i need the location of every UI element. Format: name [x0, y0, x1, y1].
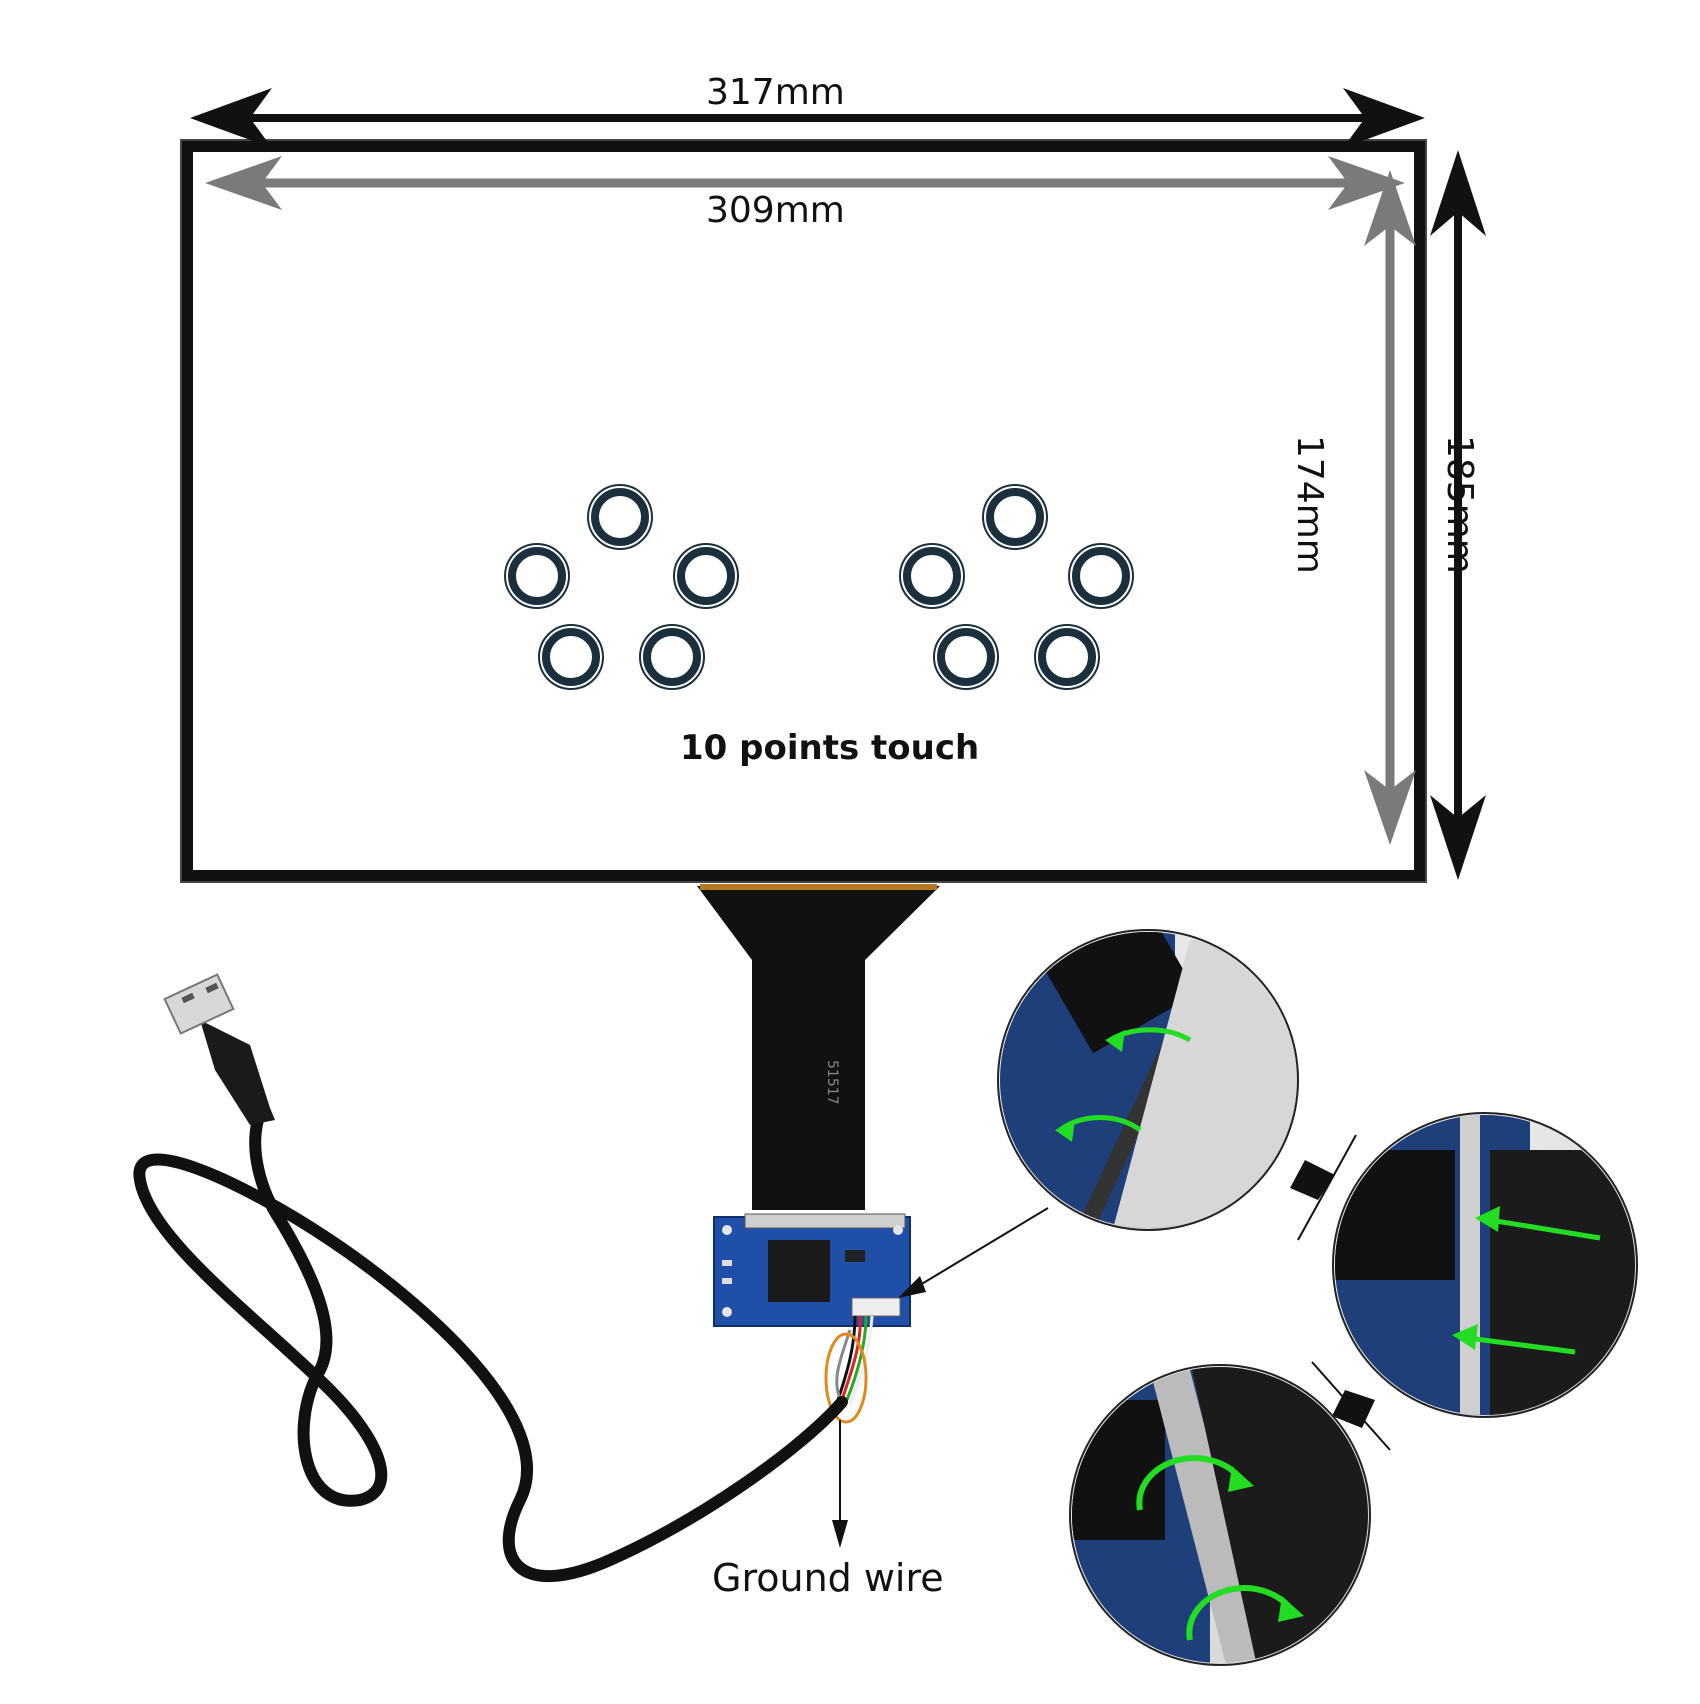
detail-step-3: [1069, 1364, 1371, 1666]
panel-frame: [181, 140, 1426, 882]
touch-point-icon: [933, 624, 999, 690]
inner-width-label: 309mm: [706, 190, 845, 231]
controller-board: [713, 1213, 911, 1327]
touch-point-icon: [1034, 624, 1100, 690]
outer-height-arrow: [1430, 150, 1486, 880]
touch-point-icon: [538, 624, 604, 690]
detail-pointer: [898, 1207, 1049, 1298]
touch-points-label: 10 points touch: [680, 728, 980, 768]
detail-step-2: [1332, 1112, 1638, 1418]
touch-points-right: [899, 484, 1134, 690]
touch-panel: [180, 139, 1427, 883]
usb-cable: [133, 1114, 848, 1583]
ground-wire-label: Ground wire: [712, 1556, 944, 1600]
touch-point-icon: [899, 543, 965, 609]
ground-highlight: [824, 1332, 868, 1424]
touch-point-icon: [982, 484, 1048, 550]
inner-width-arrow: [205, 156, 1405, 210]
usb-plug-icon: [163, 973, 275, 1125]
touch-point-icon: [504, 543, 570, 609]
touch-point-icon: [673, 543, 739, 609]
outer-width-arrow: [190, 88, 1425, 148]
inner-height-label: 174mm: [1289, 435, 1330, 574]
outer-height-label: 185mm: [1439, 435, 1480, 574]
step-arrow-icon: [1311, 1361, 1391, 1451]
outer-width-label: 317mm: [706, 72, 845, 113]
touch-point-icon: [639, 624, 705, 690]
fpc-cable: 51517: [697, 884, 940, 1210]
detail-step-1: [997, 929, 1299, 1231]
step-arrow-icon: [1290, 1134, 1357, 1241]
touch-point-icon: [1068, 543, 1134, 609]
ground-arrow: [832, 1420, 848, 1548]
inner-height-arrow: [1364, 170, 1416, 845]
wire-bundle: [835, 1315, 874, 1405]
fpc-code: 51517: [824, 1060, 840, 1105]
touch-points-left: [504, 484, 739, 690]
touch-point-icon: [587, 484, 653, 550]
panel-frame-edge: [180, 139, 1427, 883]
